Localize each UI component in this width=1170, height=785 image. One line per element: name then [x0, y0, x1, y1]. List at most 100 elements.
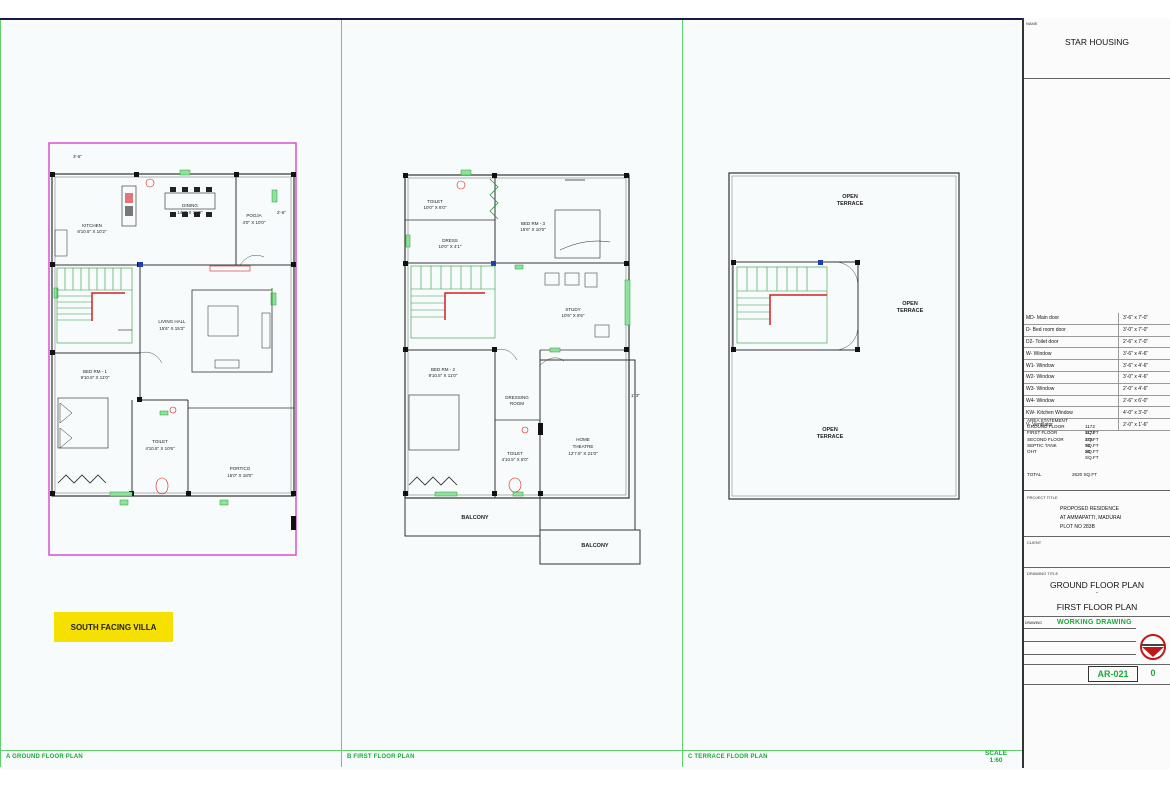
open-terrace-1-label: OPEN: [842, 194, 858, 200]
bed-room-3-label: BED RM - 3: [521, 221, 546, 226]
tb-divider: [1024, 641, 1136, 642]
schedule-name: W- Window: [1024, 348, 1119, 360]
tb-divider: [1024, 78, 1170, 79]
tb-divider: [1024, 628, 1136, 629]
project-line: PROPOSED RESIDENCE: [1060, 506, 1119, 512]
panel-label-terrace: C TERRACE FLOOR PLAN: [688, 754, 768, 760]
schedule-name: W2- Window: [1024, 371, 1119, 383]
area-row: OHT 30 SQ.FT: [1027, 449, 1099, 460]
ff-dim: 1'-3": [631, 393, 640, 398]
dim-top: 3'-6": [73, 154, 82, 159]
project-title: PROPOSED RESIDENCE AT AMMAPATTI, MADURAI…: [1060, 505, 1121, 532]
schedule-size: 2'-0" x 4'-6": [1123, 386, 1149, 393]
study-size: 10'6" X 8'6": [562, 313, 585, 318]
area-key: FIRST FLOOR: [1027, 430, 1058, 436]
open-terrace-2-label: OPEN: [902, 301, 918, 307]
ff-toilet-label: TOILET: [507, 451, 523, 456]
name-label: NAME: [1026, 21, 1038, 26]
tb-divider: [1024, 654, 1136, 655]
area-value: 1172 SQ.FT: [1085, 424, 1099, 436]
tb-divider: [1024, 536, 1170, 537]
bed-room-1-label: BED RM - 1: [83, 369, 108, 374]
project-line: AT AMMAPATTI, MADURAI: [1060, 515, 1122, 521]
panel-label-ground: A GROUND FLOOR PLAN: [6, 754, 83, 760]
client-label: CLIENT: [1027, 540, 1042, 545]
area-key: GROUND FLOOR: [1027, 424, 1065, 430]
area-value: 176 SQ.FT: [1085, 436, 1099, 448]
ff-toilet-top-size: 10'0" X 6'0": [424, 205, 447, 210]
bed-room-2-label: BED RM - 2: [431, 367, 456, 372]
living-hall-size: 15'6" X 15'3": [159, 326, 185, 331]
south-facing-villa-label: SOUTH FACING VILLA: [54, 612, 173, 642]
schedule-name: W4- Window: [1024, 395, 1119, 407]
schedule-row: W4- Window 2'-6" x 6'-0": [1024, 395, 1170, 408]
schedule-name: D2- Toilet door: [1024, 336, 1119, 348]
project-title-label: PROJECT TITLE: [1027, 495, 1058, 500]
panel-bottom-line: [0, 750, 1022, 751]
schedule-name: D- Bed room door: [1024, 324, 1119, 336]
home-theatre-label-2: THEATRE: [573, 444, 594, 449]
panel-divider-2: [682, 20, 683, 767]
bed-room-3-size: 15'6" X 10'0": [520, 227, 546, 232]
area-row: GROUND FLOOR 1172 SQ.FT: [1027, 424, 1099, 435]
panel-border-left: [0, 20, 1, 767]
portico-label: PORTICO: [230, 466, 251, 471]
schedule-name: KW- Kitchen Window: [1024, 407, 1119, 419]
open-terrace-3-label: OPEN: [822, 427, 838, 433]
project-line: PLOT NO 283B: [1060, 524, 1095, 530]
drawing-title-1: GROUND FLOOR PLAN: [1050, 580, 1144, 590]
revision-number: 0: [1150, 668, 1156, 678]
schedule-name: V- Ventilator: [1024, 419, 1119, 430]
study-label: STUDY: [565, 307, 580, 312]
living-hall-label: LIVING HALL: [158, 319, 186, 324]
open-terrace-2-label-2: TERRACE: [897, 308, 924, 314]
schedule-row: KW- Kitchen Window 4'-0" x 3'-0": [1024, 407, 1170, 420]
first-floor-plan: TOILET 10'0" X 6'0" DRESS 10'0" X 4'1" B…: [403, 169, 641, 565]
bed-room-1-size: 9'10.5" X 11'0": [81, 375, 110, 380]
tb-divider: [1024, 490, 1170, 491]
schedule-size: 3'-0" x 4'-6": [1123, 374, 1149, 381]
area-value: 1172 SQ.FT: [1085, 430, 1099, 442]
terrace-floor-plan: OPEN TERRACE OPEN TERRACE OPEN TERRACE: [728, 172, 960, 500]
drawing-number: AR-021: [1088, 666, 1138, 682]
area-title: AREA STATEMENT: [1027, 418, 1068, 423]
schedule-size: 2'-6" x 7'-0": [1123, 338, 1149, 345]
schedule-size: 3'-6" x 4'-6": [1123, 362, 1149, 369]
area-key: OHT: [1027, 449, 1037, 455]
pooja-label: POOJA: [246, 213, 261, 218]
open-terrace-3-label-2: TERRACE: [817, 434, 844, 440]
tb-divider: [1024, 684, 1170, 685]
area-key: SEPTIC TANK: [1027, 442, 1057, 448]
schedule-row: D2- Toilet door 2'-6" x 7'-0": [1024, 336, 1170, 349]
schedule-name: W1- Window: [1024, 360, 1119, 371]
dining-size: 14'3" X 10'0": [177, 210, 203, 215]
total-label: TOTAL: [1027, 472, 1042, 477]
schedule-size: 2'-6" x 6'-0": [1123, 397, 1149, 404]
ff-dress-size: 10'0" X 4'1": [439, 244, 462, 249]
area-value: 70 SQ.FT: [1085, 442, 1099, 455]
ff-toilet-top-label: TOILET: [427, 199, 443, 204]
balcony-2-label: BALCONY: [581, 543, 609, 549]
panel-divider-1: [341, 20, 342, 767]
drawing-title-label: DRAWING TITLE: [1027, 571, 1059, 576]
area-value: 30 SQ.FT: [1085, 449, 1099, 461]
balcony-1-label: BALCONY: [461, 515, 489, 521]
area-key: SECOND FLOOR: [1027, 436, 1064, 442]
home-theatre-label: HOME: [576, 437, 590, 442]
toilet-size: 4'10.5" X 10'6": [145, 446, 175, 451]
dining-label: DINING: [182, 203, 198, 208]
working-drawing-row: DRAWING WORKING DRAWING: [1025, 618, 1169, 627]
ff-toilet-size: 4'10.5" X 6'0": [502, 457, 529, 462]
schedule-size: 4'-0" x 3'-0": [1123, 409, 1149, 416]
tb-divider: [1024, 567, 1170, 568]
panel-label-first: B FIRST FLOOR PLAN: [347, 754, 415, 760]
area-statement: AREA STATEMENT GROUND FLOOR 1172 SQ.FT FI…: [1027, 418, 1099, 460]
scale-label: SCALE: [985, 750, 1008, 757]
portico-size: 15'0" X 18'0": [227, 473, 253, 478]
kitchen-size: 8'10.5" X 10'2": [77, 229, 107, 234]
bed-room-2-size: 9'10.5" X 11'0": [429, 373, 458, 378]
kitchen-label: KITCHEN: [82, 223, 102, 228]
